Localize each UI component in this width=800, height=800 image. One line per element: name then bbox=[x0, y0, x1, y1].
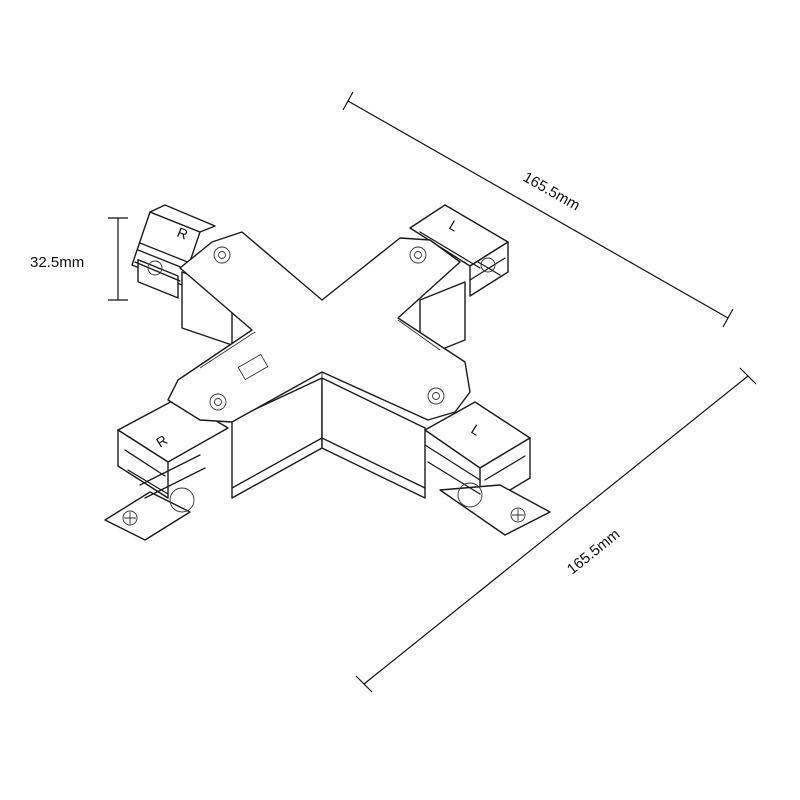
screw-bottom-right bbox=[427, 387, 445, 405]
arm-upper-right: L bbox=[409, 204, 509, 297]
screw-top-right bbox=[409, 246, 427, 264]
dimension-height: 32.5mm bbox=[30, 217, 128, 301]
dimension-right: 165.5mm bbox=[355, 367, 757, 693]
screw-bottom-left bbox=[209, 393, 227, 411]
dimension-top-label: 165.5mm bbox=[520, 169, 583, 215]
arm-lower-right: L bbox=[424, 401, 551, 536]
cover-plate bbox=[167, 231, 471, 423]
dimension-height-label: 32.5mm bbox=[30, 254, 84, 271]
dimension-right-label: 165.5mm bbox=[564, 526, 623, 578]
label-slot bbox=[237, 353, 269, 381]
connector-body bbox=[181, 271, 466, 499]
screw-top-left bbox=[213, 246, 231, 264]
arm-upper-left: R bbox=[131, 204, 216, 299]
